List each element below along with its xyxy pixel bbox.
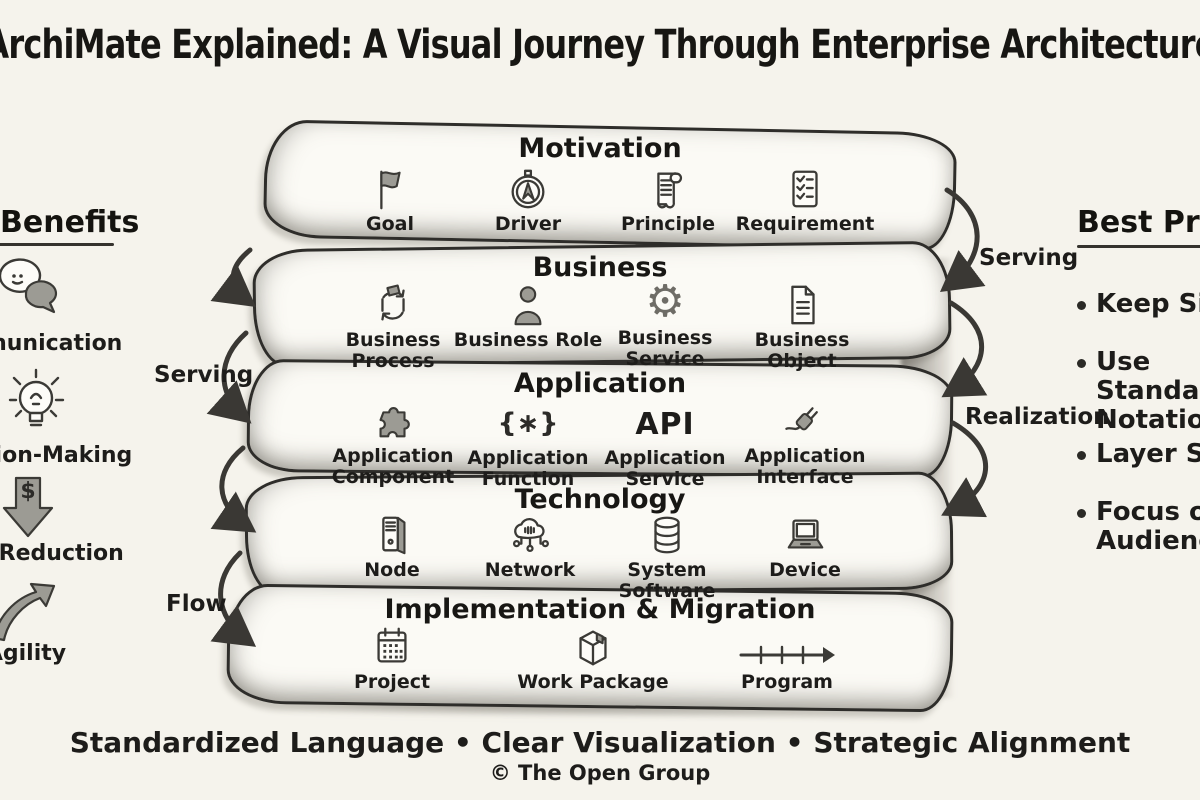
best-practice-focus-audience: Focus on Audience	[1096, 497, 1200, 556]
element-principle: Principle	[583, 162, 753, 235]
footer-copyright: © The Open Group	[489, 761, 711, 785]
relationship-label-flow: Flow	[166, 591, 227, 617]
cycle-arrows-icon	[308, 278, 478, 328]
benefit-label-agility: Agility	[0, 641, 67, 666]
element-label: Application Interface	[744, 445, 866, 488]
element-device: Device	[720, 508, 890, 581]
bullet-dot	[1077, 301, 1086, 310]
element-label: Business Role	[453, 329, 603, 351]
best-practices-heading: Best Practices	[1077, 205, 1200, 240]
element-driver: Driver	[443, 162, 613, 235]
element-label: Application Service	[604, 447, 726, 490]
best-practice-keep-simple: Keep Simple	[1096, 289, 1200, 319]
element-application-component: Application Component	[308, 394, 478, 488]
element-label: Driver	[494, 213, 562, 235]
best-practice-standard-notation: Use Standard Notation	[1096, 347, 1200, 435]
agility-arrow-icon	[0, 576, 60, 650]
element-goal: Goal	[305, 162, 475, 235]
element-label: Application Component	[331, 445, 455, 488]
relationship-label-serving-left: Serving	[154, 362, 254, 388]
bullet-dot	[1077, 509, 1086, 518]
puzzle-piece-icon	[308, 394, 478, 444]
checklist-icon	[720, 162, 890, 212]
benefits-underline	[0, 243, 114, 246]
element-requirement: Requirement	[720, 162, 890, 235]
benefit-label-communication: Communication	[0, 331, 123, 356]
timeline-arrow-icon	[702, 620, 872, 670]
calendar-icon	[307, 620, 477, 670]
person-icon	[443, 278, 613, 328]
lightbulb-icon	[2, 364, 74, 446]
layer-title-business: Business	[532, 252, 668, 283]
element-business-process: Business Process	[308, 278, 478, 372]
element-label: Program	[741, 671, 833, 693]
document-icon	[717, 278, 887, 328]
element-application-interface: Application Interface	[720, 394, 890, 488]
package-box-icon	[508, 620, 678, 670]
layer-title-technology: Technology	[514, 484, 686, 515]
element-label: Requirement	[735, 213, 875, 235]
server-icon	[307, 508, 477, 558]
plug-icon	[720, 394, 890, 444]
speech-bubbles-icon	[0, 254, 62, 332]
element-work-package: Work Package	[508, 620, 678, 693]
bullet-dot	[1077, 451, 1086, 460]
code-braces-icon: {∗}	[497, 408, 559, 439]
gear-icon: ⚙	[645, 276, 685, 327]
relationship-label-realization: Realization	[965, 404, 1110, 430]
element-label: Business Service	[617, 327, 713, 370]
benefit-label-cost-reduction: Cost Reduction	[0, 541, 124, 566]
dollar-glyph: $	[20, 479, 35, 504]
bullet-dot	[1077, 359, 1086, 368]
element-label: System Software	[618, 559, 716, 602]
layer-title-application: Application	[513, 368, 687, 399]
scroll-icon	[583, 162, 753, 212]
element-node: Node	[307, 508, 477, 581]
element-label: Network	[484, 559, 576, 581]
database-stack-icon	[582, 508, 752, 558]
benefits-heading: Benefits	[0, 205, 140, 240]
benefit-label-decision-making: Decision-Making	[0, 443, 133, 468]
element-business-service: ⚙ Business Service	[580, 276, 750, 370]
element-program: Program	[702, 620, 872, 693]
element-system-software: System Software	[582, 508, 752, 602]
footer-tagline: Standardized Language • Clear Visualizat…	[69, 726, 1131, 759]
element-label: Goal	[366, 213, 414, 235]
element-project: Project	[307, 620, 477, 693]
element-application-function: {∗} Application Function	[443, 396, 613, 490]
layer-title-implementation-migration: Implementation & Migration	[384, 594, 816, 625]
best-practices-underline	[1077, 245, 1200, 248]
element-label: Device	[769, 559, 841, 581]
relationship-label-serving-right: Serving	[979, 245, 1079, 271]
layer-title-motivation: Motivation	[518, 133, 682, 164]
element-label: Node	[364, 559, 420, 581]
laptop-icon	[720, 508, 890, 558]
element-label: Project	[353, 671, 431, 693]
element-label: Application Function	[467, 447, 589, 490]
element-network: Network	[445, 508, 615, 581]
compass-icon	[443, 162, 613, 212]
element-label: Business Process	[345, 329, 441, 372]
dollar-down-arrow-icon: $	[0, 474, 62, 548]
element-business-role: Business Role	[443, 278, 613, 351]
element-business-object: Business Object	[717, 278, 887, 372]
page-title: ArchiMate Explained: A Visual Journey Th…	[0, 22, 1200, 68]
element-application-service: API Application Service	[580, 396, 750, 490]
element-label: Principle	[620, 213, 716, 235]
cloud-network-icon	[445, 508, 615, 558]
flag-icon	[305, 162, 475, 212]
best-practice-layer-separation: Layer Separation	[1096, 439, 1200, 469]
api-text-icon: API	[635, 407, 695, 442]
element-label: Work Package	[517, 671, 669, 693]
element-label: Business Object	[754, 329, 850, 372]
